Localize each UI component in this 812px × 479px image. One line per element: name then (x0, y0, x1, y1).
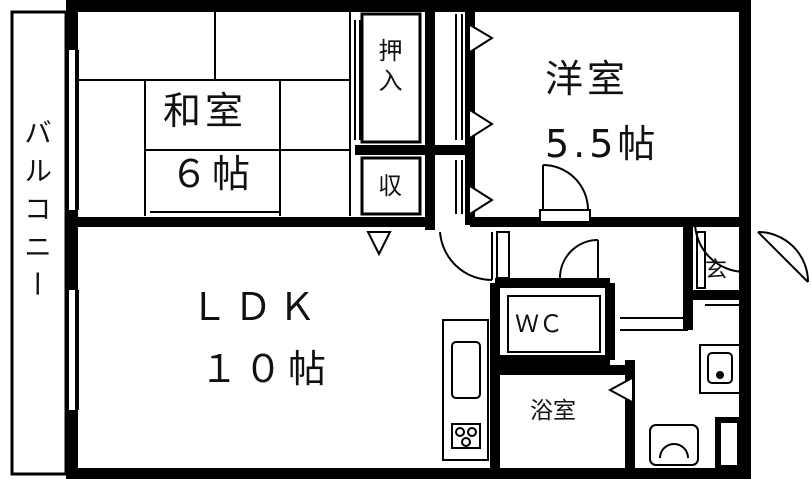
bath-label: 浴室 (530, 398, 576, 424)
toilet (649, 424, 699, 466)
shuunou-closet (360, 156, 422, 216)
youshitsu-name: 洋室 (545, 57, 630, 101)
outer-walls (66, 0, 751, 479)
kitchen-counter (442, 319, 489, 461)
interior-walls (72, 6, 745, 474)
wc-box (507, 295, 601, 353)
tatami-grid (78, 12, 351, 216)
washitsu-size: ６帖 (170, 152, 255, 196)
washitsu-name: 和室 (163, 89, 248, 133)
oshiire-label: 押入 (374, 38, 402, 98)
oshiire-closet (360, 12, 422, 144)
shuunou-label: 収 (378, 172, 402, 200)
wc-label: ＷＣ (515, 310, 563, 338)
washbasin (699, 344, 741, 394)
balcony-label: バルコニー (20, 118, 53, 308)
ldk-size: １０帖 (200, 347, 333, 391)
ldk-name: ＬＤＫ (190, 285, 323, 329)
youshitsu-size: 5.5帖 (545, 122, 660, 166)
door-swings (439, 164, 809, 283)
entrance-label: 玄 (705, 258, 728, 283)
